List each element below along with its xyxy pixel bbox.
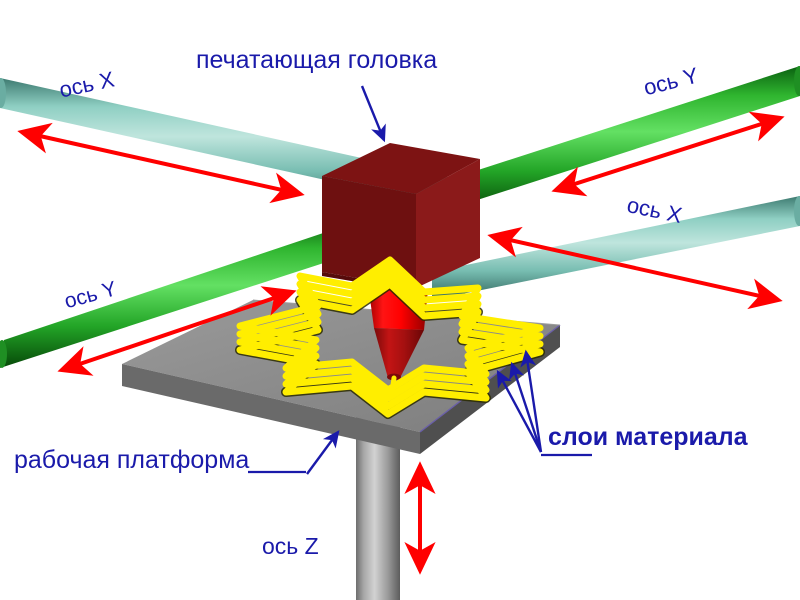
label-material-layers: слои материала <box>548 423 748 451</box>
leader-layers-2 <box>509 361 543 453</box>
label-work-platform: рабочая платформа <box>14 446 250 474</box>
leader-work-platform <box>306 430 340 475</box>
motion-arrow-x-upper <box>17 122 305 204</box>
motion-arrow-y-lower <box>57 286 297 376</box>
x-rod-lower <box>432 196 800 300</box>
motion-arrow-x-lower <box>487 226 783 310</box>
leader-layers-1 <box>496 369 543 453</box>
label-axis-z: ось Z <box>262 533 319 559</box>
label-print-head: печатающая головка <box>196 46 438 74</box>
leader-print-head <box>360 85 386 143</box>
leader-layers-3 <box>520 349 543 453</box>
y-rod-upper <box>438 66 800 212</box>
motion-arrow-y-upper <box>551 111 785 197</box>
